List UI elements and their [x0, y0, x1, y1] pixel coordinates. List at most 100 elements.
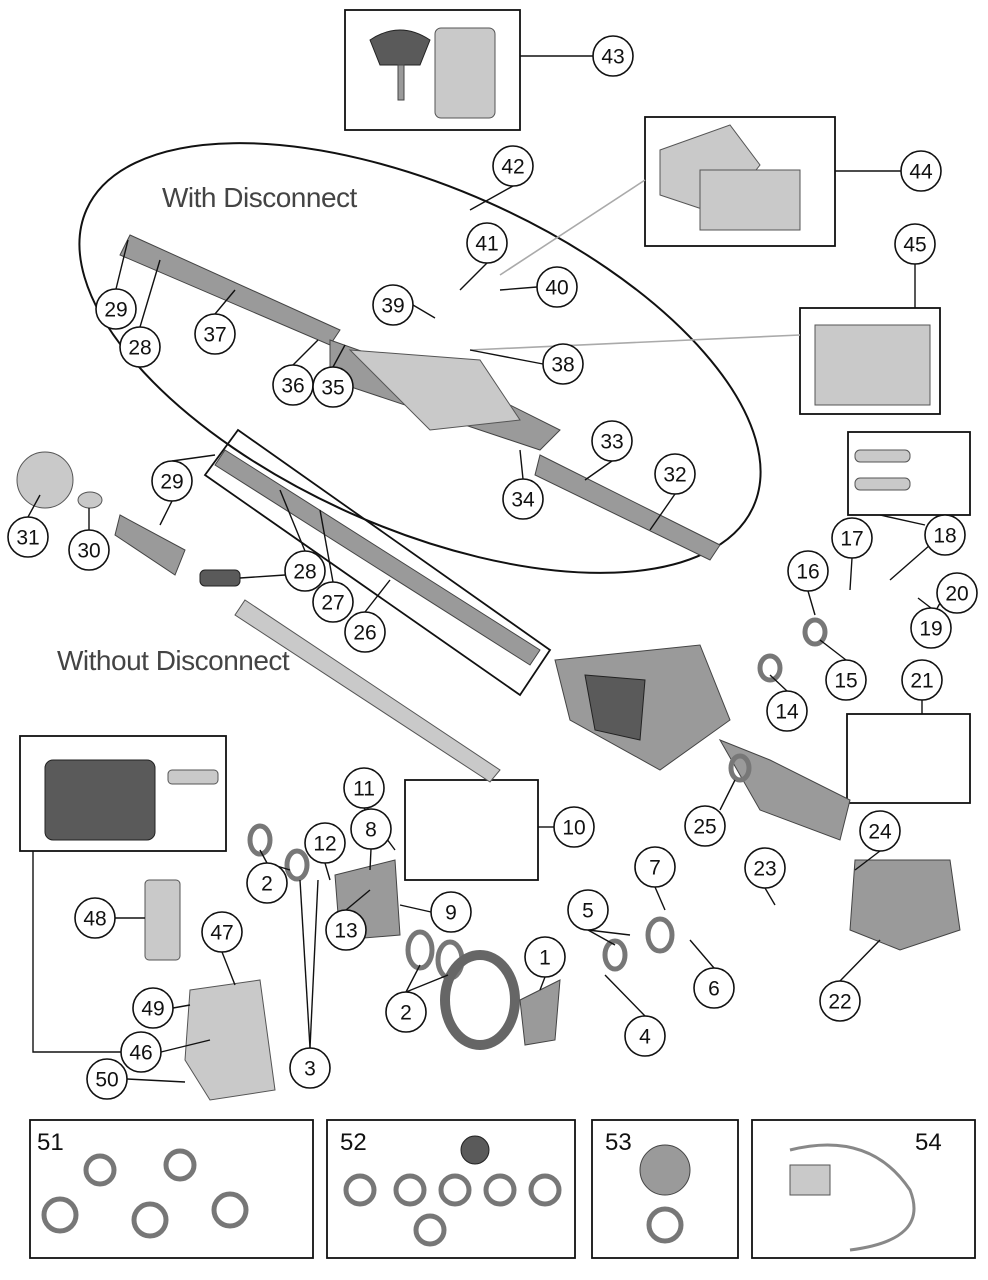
callout-48: 48: [74, 897, 116, 939]
callout-circle: [819, 980, 861, 1022]
callout-number: 44: [909, 161, 933, 184]
callout-6: 39: [372, 284, 414, 326]
callout-36: 12: [304, 822, 346, 864]
callout-circle: [86, 1058, 128, 1100]
callout-number: 42: [501, 156, 524, 179]
parts: [16, 27, 961, 1252]
callout-number: 26: [353, 622, 376, 645]
callout-49: 47: [201, 911, 243, 953]
callout-circle: [344, 611, 386, 653]
leader-line: [369, 848, 372, 871]
callout-circle: [492, 145, 534, 187]
callout-circle: [894, 223, 936, 265]
leader-line: [279, 489, 306, 552]
callout-28: 14: [766, 690, 808, 732]
callout-number: 36: [281, 375, 304, 398]
callout-number: 5: [582, 900, 594, 923]
callout-37: 8: [350, 808, 392, 850]
leader-line: [221, 951, 236, 986]
callout-number: 6: [708, 978, 720, 1001]
callout-27: 15: [825, 659, 867, 701]
callout-number: 18: [933, 525, 956, 548]
callout-number: 22: [828, 991, 851, 1014]
without-disconnect-label: Without Disconnect: [57, 645, 290, 676]
callout-number: 34: [511, 489, 535, 512]
leader-line: [689, 939, 715, 969]
callout-number: 47: [210, 922, 233, 945]
callout-circle: [831, 517, 873, 559]
callout-circle: [502, 478, 544, 520]
callout-number: 33: [600, 431, 623, 454]
callout-45: 4: [624, 1015, 666, 1057]
leader-line: [292, 339, 319, 366]
leader-line: [115, 239, 129, 290]
callout-11: 29: [95, 288, 137, 330]
callout-25: 20: [936, 572, 978, 614]
leader-line: [764, 887, 776, 906]
kit-52-parts: [343, 1135, 562, 1247]
leader-line: [769, 674, 788, 692]
callout-circle: [372, 284, 414, 326]
callout-circle: [684, 805, 726, 847]
leader-line: [854, 850, 881, 871]
callout-circle: [194, 313, 236, 355]
callout-number: 19: [919, 618, 942, 641]
leader-line: [917, 597, 932, 609]
callout-number: 3: [304, 1058, 316, 1081]
callout-number: 35: [321, 377, 344, 400]
callout-circle: [132, 987, 174, 1029]
callout-number: 40: [545, 277, 568, 300]
callout-13: 33: [591, 420, 633, 462]
callout-circle: [766, 690, 808, 732]
axle-shaft-box: [203, 428, 552, 697]
leader-line: [159, 500, 173, 526]
callout-number: 46: [129, 1042, 152, 1065]
leader-line: [27, 494, 41, 518]
callout-4: 41: [466, 222, 508, 264]
callout-22: 18: [924, 514, 966, 556]
kit-54-parts: [789, 1143, 916, 1252]
callout-39: 7: [634, 846, 676, 888]
leader-line: [654, 886, 666, 911]
callout-circle: [68, 529, 110, 571]
callout-44: 1: [524, 936, 566, 978]
callout-circle: [924, 514, 966, 556]
callout-circle: [744, 847, 786, 889]
leader-line: [539, 976, 546, 991]
kit-51-parts: [41, 1148, 249, 1239]
kit-label-1: 52: [340, 1129, 367, 1156]
callout-circle: [553, 806, 595, 848]
callout-circle: [693, 967, 735, 1009]
callout-number: 43: [601, 46, 624, 69]
callout-number: 14: [775, 701, 799, 724]
callout-number: 4: [639, 1026, 651, 1049]
callout-20: 27: [312, 581, 354, 623]
leader-line: [405, 964, 421, 993]
callout-19: 28: [284, 550, 326, 592]
kit-box-18: [847, 431, 971, 516]
callout-35: 10: [553, 806, 595, 848]
callout-number: 37: [203, 324, 226, 347]
callout-number: 12: [313, 833, 336, 856]
callout-number: 17: [840, 528, 863, 551]
leader-line: [332, 344, 346, 368]
leader-line: [324, 862, 331, 881]
callout-7: 38: [542, 343, 584, 385]
callout-circle: [312, 581, 354, 623]
callout-circle: [95, 288, 137, 330]
callout-42: 2: [246, 862, 288, 904]
leader-line: [499, 286, 538, 291]
callout-number: 39: [381, 295, 404, 318]
callout-circle: [542, 343, 584, 385]
callout-9: 36: [272, 364, 314, 406]
callout-circle: [654, 453, 696, 495]
kit-box-10: [404, 779, 539, 881]
callout-10: 35: [312, 366, 354, 408]
kit-box-54: [751, 1119, 976, 1259]
callout-number: 29: [104, 299, 127, 322]
leader-line: [819, 639, 847, 661]
callout-circle: [859, 810, 901, 852]
callout-circle: [787, 550, 829, 592]
